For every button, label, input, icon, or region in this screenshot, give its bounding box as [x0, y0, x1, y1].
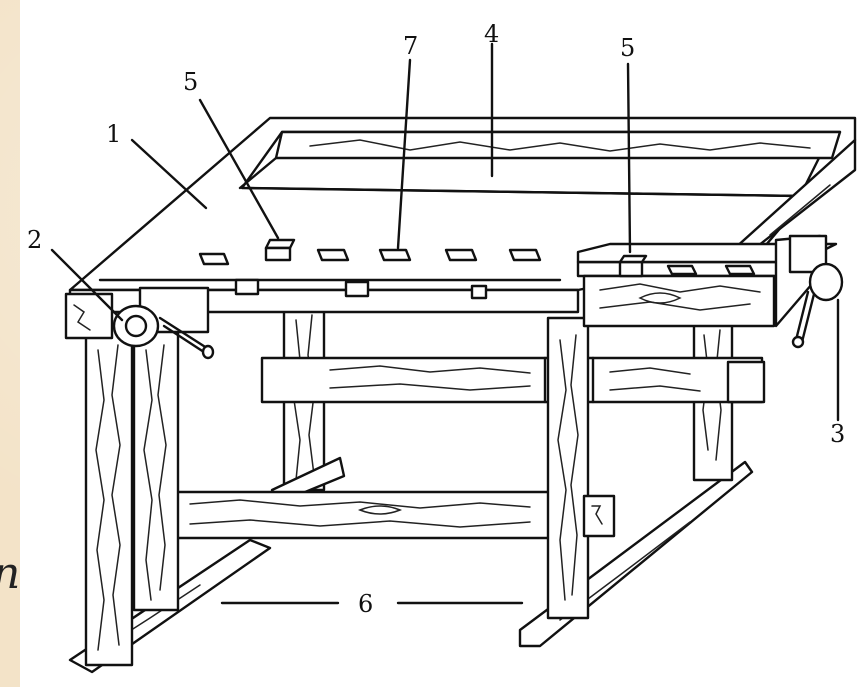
- bench-dog-holes: [198, 248, 542, 266]
- left-end-block: [64, 292, 114, 340]
- leg-front-left-outer: [84, 323, 134, 667]
- apron-block: [234, 278, 260, 296]
- label-1: 1: [106, 120, 121, 148]
- label-5-right: 5: [620, 34, 635, 62]
- stretcher-back: [260, 356, 766, 404]
- leg-front-right: [546, 316, 590, 620]
- bench-dog-left: [264, 238, 296, 262]
- leg-wedge-block: [582, 494, 616, 538]
- label-6: 6: [358, 590, 373, 618]
- label-7: 7: [403, 32, 418, 60]
- label-3: 3: [830, 420, 845, 448]
- apron-block: [470, 284, 488, 300]
- label-4: 4: [484, 20, 499, 48]
- label-5-left: 5: [183, 68, 198, 96]
- stretcher-front: [170, 490, 552, 540]
- leg-front-left-inner: [132, 328, 180, 612]
- label-2: 2: [27, 226, 42, 254]
- side-glyph: n: [0, 548, 20, 599]
- apron-block: [344, 280, 370, 298]
- leader-lines: [50, 42, 840, 605]
- tail-vise-screw: [788, 234, 844, 349]
- front-vise: [112, 286, 215, 360]
